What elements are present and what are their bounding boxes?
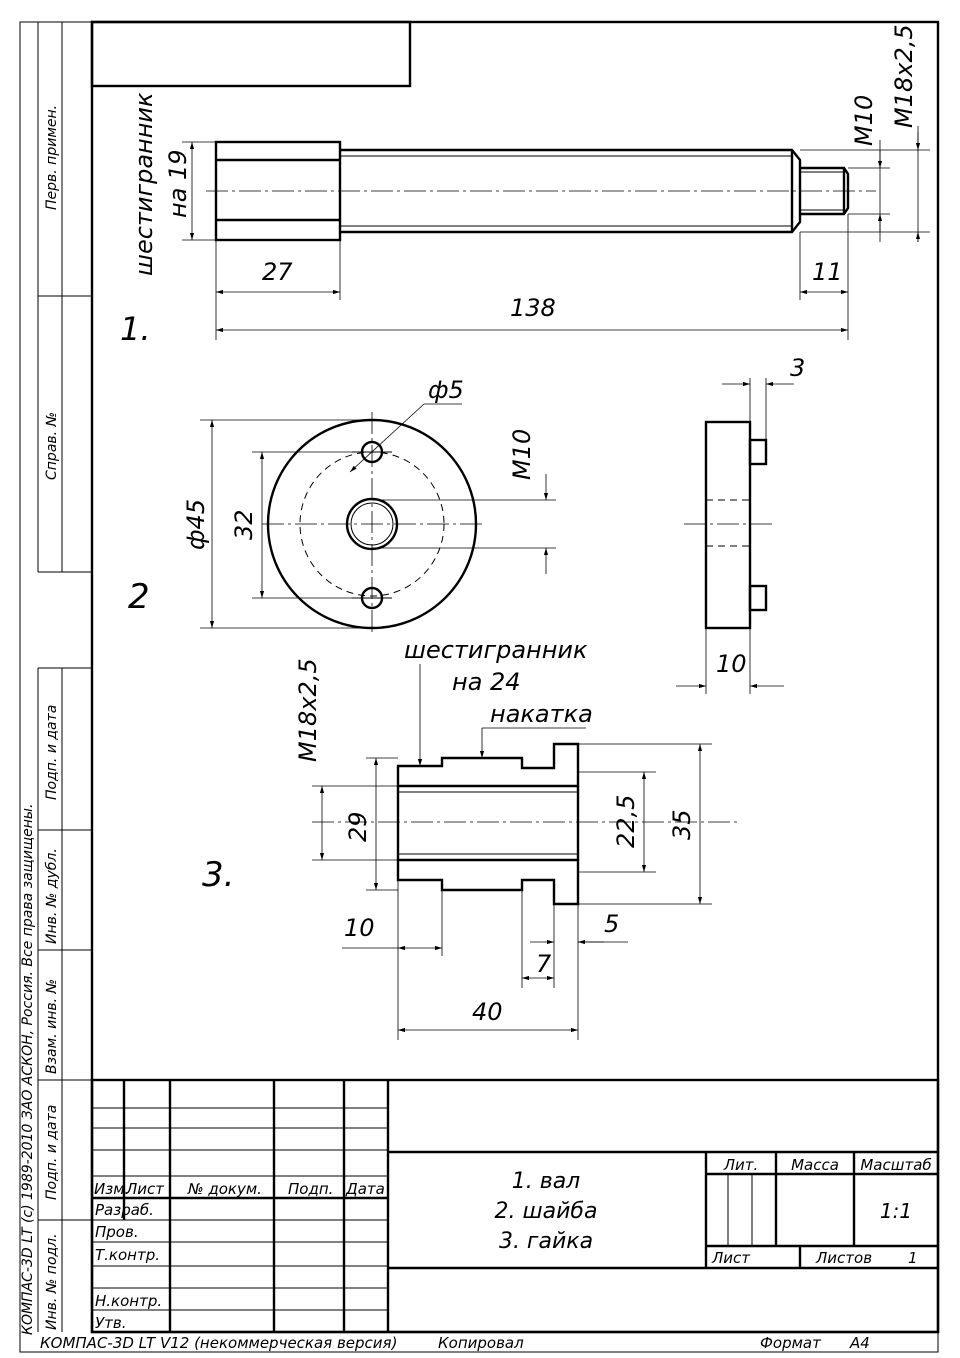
tb-header-list: Лист [125, 1180, 165, 1198]
part1-thread-large: M18x2,5 [890, 24, 918, 128]
label-inv-no-podl: Инв. № подл. [44, 1233, 60, 1330]
footer-format-label: Формат [760, 1334, 822, 1352]
part1-dim-27: 27 [262, 258, 293, 286]
part2-thread-center: M10 [508, 429, 536, 480]
tb-massa: Масса [791, 1156, 839, 1174]
label-podp-data-bottom: Подп. и дата [44, 1105, 60, 1200]
copyright-text: КОМПАС-3D LT (c) 1989-2010 ЗАО АСКОН, Ро… [20, 804, 36, 1335]
part1-shaft [206, 140, 876, 242]
part3-hex-note-line1: шестигранник [404, 636, 588, 664]
part3-dim-29: 29 [344, 811, 372, 842]
part2-number: 2 [128, 577, 150, 617]
part1-dim-138: 138 [510, 294, 556, 322]
footer-software: КОМПАС-3D LT V12 (некоммерческая версия) [40, 1334, 397, 1352]
title-block-text: Изм. Лист № докум. Подп. Дата Разраб. Пр… [94, 1156, 932, 1332]
part2-labels: 2 ф45 32 ф5 M10 3 10 [128, 354, 805, 678]
label-perv-primen: Перв. примен. [44, 105, 60, 210]
part3-dim-35: 35 [668, 809, 696, 840]
tb-name-line-3: 3. гайка [499, 1229, 593, 1254]
label-sprav-no: Справ. № [44, 412, 60, 480]
tb-lit: Лит. [723, 1156, 759, 1174]
part3-knurl-note: накатка [490, 700, 593, 728]
part2-dim-3: 3 [790, 354, 805, 382]
tb-header-data: Дата [345, 1180, 385, 1198]
part2-dim-45: ф45 [182, 499, 210, 550]
tb-listov-label: Листов [815, 1249, 872, 1267]
part3-hex-note-line2: на 24 [452, 668, 521, 696]
nut-section-bottom [396, 858, 580, 906]
tb-listov-value: 1 [908, 1249, 918, 1267]
part2-dim-5: ф5 [428, 376, 464, 404]
tb-header-izm: Изм. [94, 1180, 129, 1198]
part3-dim-7: 7 [536, 950, 552, 978]
part1-labels: 1. шестигранник на 19 27 138 11 M10 M18x… [120, 24, 918, 348]
title-block [90, 1078, 940, 1334]
part3-dimensions [312, 664, 712, 1040]
tb-name-line-2: 2. шайба [495, 1199, 598, 1224]
tb-scale-value: 1:1 [880, 1199, 912, 1223]
tb-list-label: Лист [711, 1249, 751, 1267]
part3-dim-5: 5 [604, 910, 619, 938]
tb-role-tkontr: Т.контр. [95, 1246, 160, 1264]
part3-dim-22-5: 22,5 [612, 795, 640, 848]
tb-masshtab: Масштаб [860, 1156, 931, 1174]
part3-nut [312, 742, 740, 906]
nut-section-top [396, 742, 580, 788]
tb-name-line-1: 1. вал [512, 1169, 581, 1194]
frame-labels: Перв. примен. Справ. № Подп. и дата Инв.… [20, 105, 60, 1335]
label-inv-no-dubl: Инв. № дубл. [44, 848, 60, 944]
tb-role-nkontr: Н.контр. [95, 1292, 162, 1310]
washer-side [704, 420, 752, 630]
part2-dim-10: 10 [716, 650, 747, 678]
part1-hex-note-line1: шестигранник [130, 92, 158, 276]
tb-role-utv: Утв. [95, 1314, 127, 1332]
footer-copied: Копировал [438, 1334, 524, 1352]
tb-header-podp: Подп. [288, 1180, 333, 1198]
label-podp-data-top: Подп. и дата [44, 705, 60, 800]
sheet-footer: КОМПАС-3D LT V12 (некоммерческая версия)… [40, 1334, 870, 1352]
tb-role-razrab: Разраб. [95, 1201, 154, 1219]
part3-labels: 3. шестигранник на 24 накатка M18x2,5 29… [202, 636, 696, 1026]
part2-dim-32: 32 [230, 509, 258, 540]
part3-number: 3. [202, 855, 234, 895]
part1-number: 1. [120, 310, 151, 348]
part3-dim-10: 10 [344, 914, 375, 942]
label-vzam-inv-no: Взам. инв. № [44, 979, 60, 1074]
tb-role-prov: Пров. [95, 1223, 139, 1241]
part1-dim-11: 11 [812, 258, 843, 286]
part1-hex-note-line2: на 19 [164, 149, 192, 218]
part3-dim-40: 40 [472, 998, 503, 1026]
part1-dimensions [182, 126, 930, 340]
part3-thread-label: M18x2,5 [294, 658, 322, 762]
top-stamp-box [90, 20, 412, 88]
footer-format-value: A4 [849, 1334, 870, 1352]
tb-header-doc-no: № докум. [187, 1180, 262, 1198]
part2-dimensions [200, 378, 794, 694]
part1-thread-small: M10 [850, 95, 878, 146]
